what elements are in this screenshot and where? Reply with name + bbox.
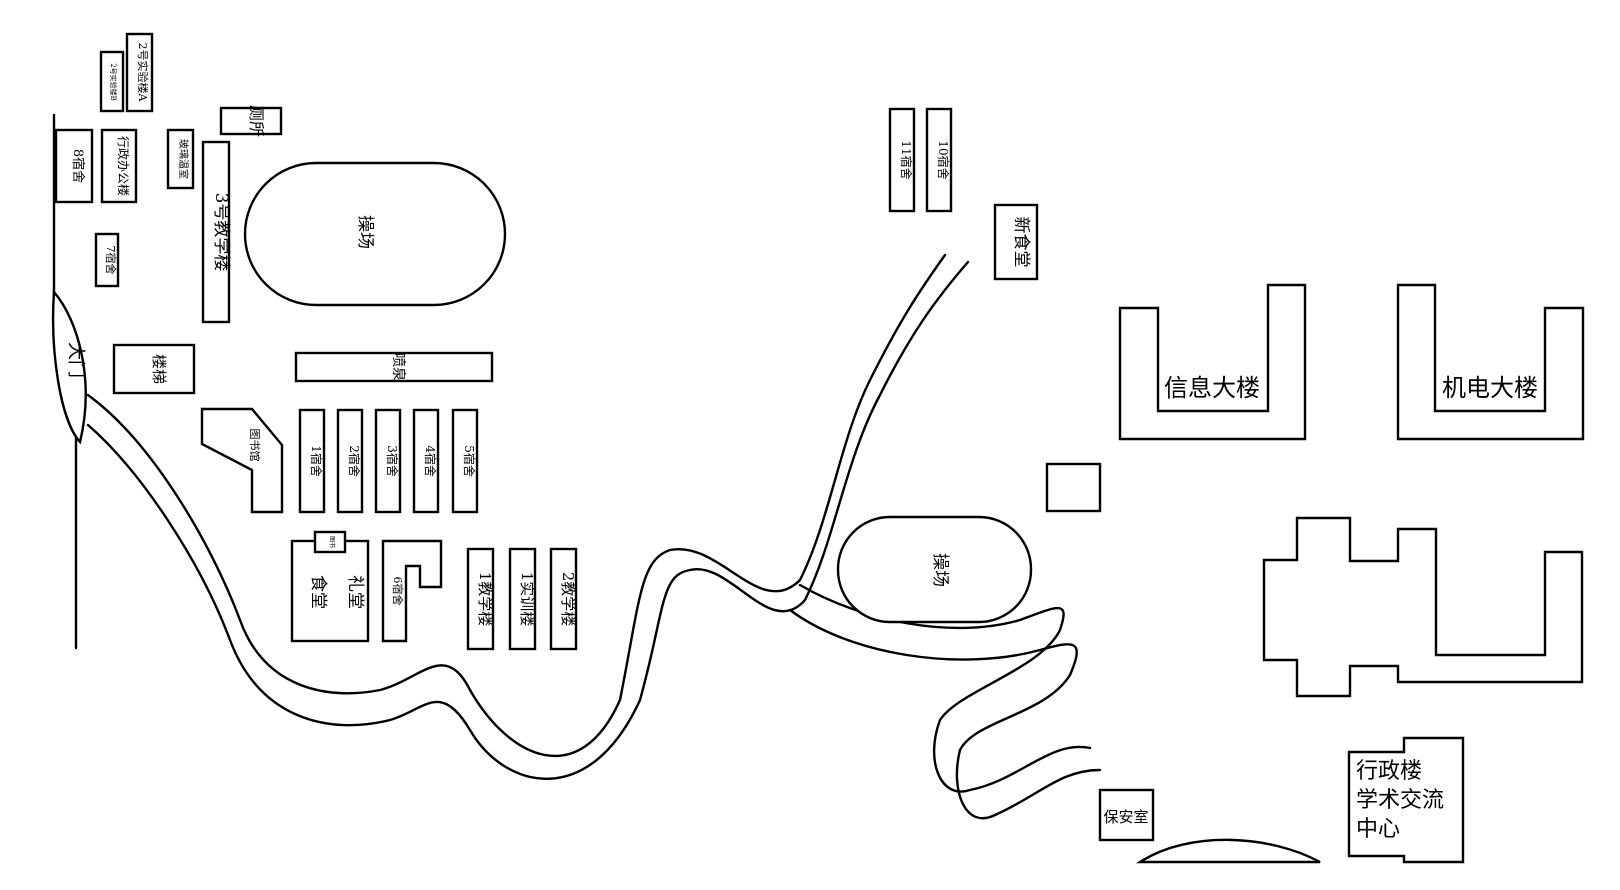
west-playground[interactable] [243, 161, 507, 307]
admin-office-label: 行政办公楼 [116, 136, 131, 196]
east-playground[interactable] [836, 515, 1033, 624]
large-complex-building[interactable] [1262, 516, 1584, 698]
fountain-label: 喷泉 [390, 353, 407, 381]
dorm8-building[interactable] [54, 128, 94, 204]
teach1-building[interactable] [466, 547, 495, 651]
info-building[interactable] [1118, 283, 1307, 441]
greenhouse-label: 玻璃温室 [177, 139, 190, 179]
main-gate-lens [51, 288, 87, 445]
gate-label: 大门 [65, 342, 86, 378]
teach2-building[interactable] [549, 547, 578, 651]
dorm5-building[interactable] [451, 408, 479, 514]
main-river-road-north-edge [86, 253, 947, 758]
dorm11-label: 11宿舍 [899, 140, 914, 179]
lab2a-label: 2号实验楼A [136, 43, 150, 103]
security-label: 保安室 [1103, 808, 1148, 826]
fountain-strip[interactable] [294, 351, 494, 383]
auditorium-label: 礼堂 [345, 575, 365, 609]
dorm6-building[interactable] [381, 539, 443, 643]
west-playground-label: 操场 [355, 215, 375, 249]
dorm2-label: 2宿舍 [347, 445, 362, 477]
mini-hall-box[interactable] [313, 530, 347, 554]
admin-label-line2: 学术交流 [1356, 788, 1444, 813]
mech-building[interactable] [1396, 283, 1585, 441]
lab2b-label: 2号实验楼B [109, 63, 118, 101]
toilet-label: 厕所 [247, 105, 266, 137]
toilet-building[interactable] [219, 106, 283, 136]
main-river-road-south-edge [86, 260, 970, 780]
dorm7-label: 7宿舍 [104, 246, 118, 275]
library-label: 图书馆 [248, 429, 262, 462]
dorm4-building[interactable] [412, 408, 440, 514]
dorm4-label: 4宿舍 [423, 445, 438, 477]
dorm3-building[interactable] [374, 408, 402, 514]
south-lawn [1135, 838, 1321, 864]
teach3-building[interactable] [201, 140, 231, 324]
stairs-block[interactable] [112, 343, 196, 395]
info-building-label: 信息大楼 [1164, 374, 1260, 402]
dorm3-label: 3宿舍 [385, 445, 400, 477]
mini-hall-label: 图书 [328, 536, 336, 548]
admin-label-line3: 中心 [1356, 817, 1400, 842]
admin-office-building[interactable] [100, 128, 138, 204]
auditorium-canteen-building[interactable] [290, 539, 370, 643]
admin-academic-building[interactable] [1347, 736, 1465, 864]
teach2-label: 2教学楼 [559, 572, 577, 627]
east-playground-label: 操场 [930, 553, 950, 587]
dorm11-building[interactable] [888, 107, 916, 213]
dorm6-label: 6宿舍 [391, 577, 405, 606]
east-road-upper-edge [798, 583, 1092, 793]
train1-building[interactable] [508, 547, 537, 651]
security-room[interactable] [1098, 788, 1155, 842]
teach1-label: 1教学楼 [476, 572, 494, 627]
admin-label-line1: 行政楼 [1356, 759, 1422, 784]
library-building[interactable] [200, 407, 284, 514]
mech-building-label: 机电大楼 [1442, 374, 1538, 402]
dorm2-building[interactable] [336, 408, 364, 514]
lab2a-building[interactable] [125, 32, 154, 113]
small-square-building[interactable] [1045, 462, 1102, 513]
teach3-label: 3号教学楼 [211, 193, 231, 272]
dorm10-label: 10宿舍 [936, 140, 951, 179]
new-canteen-label: 新食堂 [1011, 217, 1031, 268]
dorm5-label: 5宿舍 [462, 445, 477, 477]
dorm7-building[interactable] [94, 232, 120, 288]
greenhouse-building[interactable] [166, 128, 195, 190]
east-road-lower-edge [788, 608, 1102, 820]
dorm10-building[interactable] [925, 107, 953, 213]
train1-label: 1实训楼 [518, 572, 536, 627]
dorm1-building[interactable] [298, 408, 326, 514]
dorm8-label: 8宿舍 [70, 149, 86, 183]
stairs-label: 楼梯 [150, 354, 168, 384]
new-canteen-building[interactable] [993, 203, 1039, 281]
lab2b-building[interactable] [99, 50, 125, 113]
canteen-label: 食堂 [308, 575, 328, 609]
dorm1-label: 1宿舍 [309, 445, 324, 477]
